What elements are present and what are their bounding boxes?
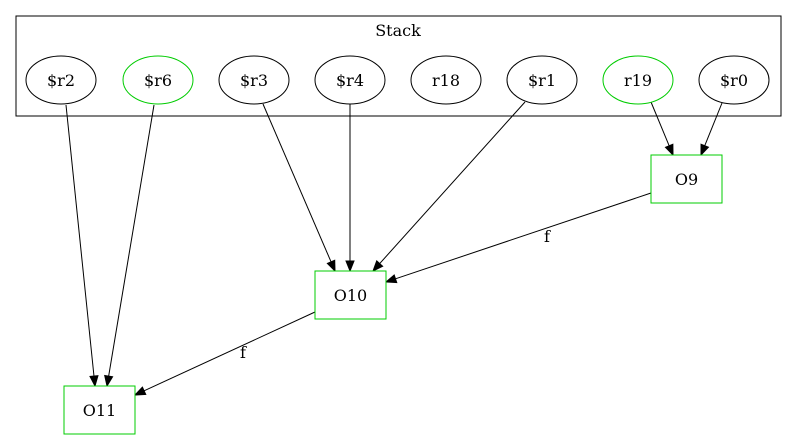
edge-layer: ff: [65, 101, 723, 396]
node-ellipse: [314, 55, 386, 105]
node-r4: $r4: [314, 55, 386, 105]
arrowhead: [345, 260, 355, 273]
edge-line: [108, 104, 155, 377]
edge-label: f: [240, 343, 247, 362]
edge-r3-o10: [262, 103, 336, 273]
node-o10: O10: [314, 270, 387, 320]
node-r1: $r1: [506, 55, 578, 105]
node-r6: $r6: [122, 55, 194, 105]
node-label: r19: [624, 71, 652, 90]
stack-cluster: Stack: [15, 15, 782, 117]
edge-r19-o9: [650, 101, 674, 157]
edge-r1-o10: [372, 101, 526, 273]
edge-o10-o11: f: [133, 311, 316, 396]
node-label: $r6: [144, 71, 172, 90]
node-box: [63, 385, 136, 435]
arrowhead: [372, 260, 384, 273]
edge-line: [262, 103, 332, 263]
node-r18: r18: [410, 55, 482, 105]
edge-line: [395, 192, 652, 280]
node-label: O11: [83, 401, 116, 420]
node-label: O10: [334, 286, 367, 305]
node-label: $r0: [720, 71, 748, 90]
edge-o9-o10: f: [384, 192, 652, 284]
edge-line: [379, 101, 526, 264]
node-r19: r19: [602, 55, 674, 105]
node-label: r18: [432, 71, 460, 90]
node-ellipse: [602, 55, 674, 105]
edge-line: [650, 101, 670, 146]
edge-line: [143, 311, 316, 392]
arrowhead: [133, 386, 147, 396]
node-ellipse: [506, 55, 578, 105]
node-o9: O9: [650, 154, 723, 204]
stack-cluster-label: Stack: [375, 21, 421, 40]
arrowhead: [89, 375, 99, 388]
node-ellipse: [218, 55, 290, 105]
node-ellipse: [25, 55, 97, 105]
arrowhead: [384, 274, 398, 284]
node-label: $r1: [528, 71, 556, 90]
arrowhead: [664, 143, 674, 157]
edge-line: [704, 102, 723, 146]
node-label: $r3: [240, 71, 268, 90]
arrowhead: [104, 374, 114, 388]
node-r3: $r3: [218, 55, 290, 105]
edge-r4-o10: [345, 104, 355, 273]
node-ellipse: [698, 55, 770, 105]
edge-line: [65, 104, 95, 377]
node-box: [650, 154, 723, 204]
node-box: [314, 270, 387, 320]
edge-label: f: [544, 227, 551, 246]
edge-r6-o11: [104, 104, 155, 388]
stack-cluster-frame: [15, 15, 782, 117]
node-r2: $r2: [25, 55, 97, 105]
node-r0: $r0: [698, 55, 770, 105]
arrowhead: [700, 143, 710, 157]
node-label: $r2: [47, 71, 75, 90]
node-o11: O11: [63, 385, 136, 435]
edge-r2-o11: [65, 104, 99, 388]
node-label: $r4: [336, 71, 364, 90]
node-ellipse: [122, 55, 194, 105]
node-label: O9: [675, 170, 698, 189]
node-ellipse: [410, 55, 482, 105]
arrowhead: [326, 259, 336, 273]
edge-r0-o9: [700, 102, 723, 157]
